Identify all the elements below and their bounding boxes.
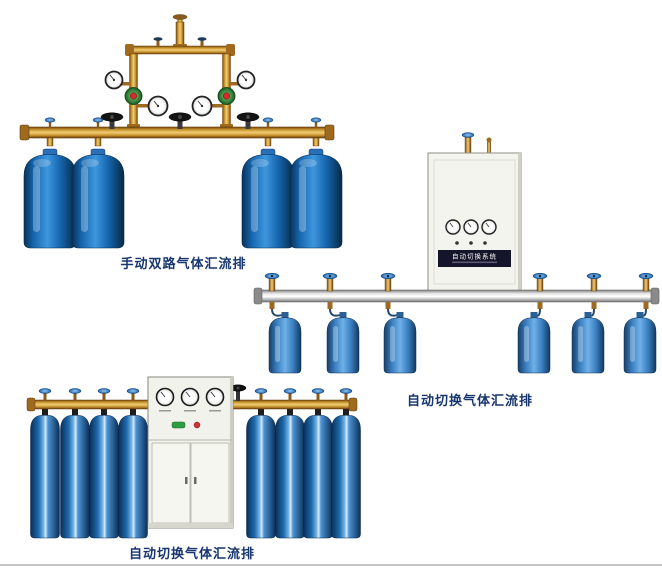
pressure-regulator: [217, 87, 236, 105]
cylinder-station: [532, 272, 548, 317]
blue-valve-knob-icon: [461, 132, 475, 138]
gas-cylinder: [118, 408, 148, 539]
product-manual-dual-manifold: 手动双路气体汇流排: [8, 8, 343, 272]
product-caption: 自动切换气体汇流排: [128, 546, 255, 561]
green-indicator-icon: [171, 421, 186, 429]
pressure-gauge: [191, 95, 223, 117]
blue-valve-knob-icon: [44, 117, 56, 128]
gas-cylinder: [517, 312, 551, 374]
gas-cylinder: [303, 408, 333, 539]
manifold-header-pipe: [253, 287, 660, 305]
gas-cylinder: [246, 408, 276, 539]
cabinet-gauge-icon: [481, 219, 497, 235]
cabinet-door: [151, 442, 191, 524]
gas-cylinder: [71, 148, 125, 249]
gas-cylinder: [289, 148, 343, 249]
gas-cylinder: [268, 312, 302, 374]
pressure-gauge: [137, 95, 169, 117]
cabinet-door: [190, 442, 230, 524]
pressure-gauge: [104, 70, 130, 90]
blue-valve-knob-icon: [283, 388, 297, 401]
gas-cylinder: [89, 408, 119, 539]
product-caption: 手动双路气体汇流排: [120, 256, 247, 271]
gas-cylinder: [331, 408, 361, 539]
bottom-divider: [0, 564, 662, 566]
indicator-dot-icon: [469, 241, 473, 245]
blue-valve-knob-icon: [262, 117, 274, 128]
gas-cylinder: [241, 148, 295, 249]
valve-handwheel-icon: [229, 384, 247, 401]
blue-valve-knob-icon: [126, 388, 140, 401]
blue-valve-knob-icon: [92, 117, 104, 128]
cabinet-gauge-icon: [463, 219, 479, 235]
cabinet-gauge-icon: [205, 387, 225, 407]
gas-cylinder: [275, 408, 305, 539]
manifold-top-assembly: [125, 14, 235, 131]
cabinet-gauge-icon: [445, 219, 461, 235]
manual-manifold-image: [19, 14, 343, 249]
product-auto-switch-manifold-2: 自动切换气体汇流排: [22, 372, 362, 562]
gas-cylinder: [60, 408, 90, 539]
cylinder-station: [638, 272, 654, 317]
indicator-dot-icon: [483, 241, 487, 245]
product-caption: 自动切换气体汇流排: [406, 393, 533, 408]
gas-cylinder: [30, 408, 60, 539]
control-cabinet: 自动切换系统: [427, 132, 522, 292]
blue-valve-knob-icon: [254, 388, 268, 401]
blue-valve-knob-icon: [97, 388, 111, 401]
gas-cylinder: [23, 148, 77, 249]
red-indicator-icon: [193, 421, 201, 429]
gas-cylinder: [571, 312, 605, 374]
cabinet-gauge-icon: [155, 387, 175, 407]
blue-valve-knob-icon: [38, 388, 52, 401]
auto-manifold-image: 自动切换系统: [253, 132, 660, 374]
bar-valve-handle-icon: [197, 37, 207, 47]
blue-valve-knob-icon: [68, 388, 82, 401]
control-cabinet: [147, 376, 234, 529]
gas-cylinder: [623, 312, 657, 374]
product-auto-switch-manifold: 自动切换系统: [250, 130, 660, 409]
cabinet-label: 自动切换系统: [452, 252, 497, 261]
valve-handwheel-icon: [168, 112, 192, 129]
manifold-header-pipe: [19, 124, 335, 141]
cabinet-gauge-icon: [180, 387, 200, 407]
blue-valve-knob-icon: [339, 388, 353, 401]
pressure-regulator: [124, 87, 143, 105]
auto-manifold-cabinet-image: [26, 376, 361, 539]
bar-valve-handle-icon: [153, 37, 163, 47]
blue-valve-knob-icon: [310, 117, 322, 128]
pressure-gauge: [230, 70, 256, 90]
gas-cylinder: [383, 312, 417, 374]
indicator-dot-icon: [455, 241, 459, 245]
valve-handwheel-icon: [236, 112, 260, 129]
blue-valve-knob-icon: [311, 388, 325, 401]
gas-cylinder: [326, 312, 360, 374]
valve-handwheel-icon: [100, 112, 124, 129]
